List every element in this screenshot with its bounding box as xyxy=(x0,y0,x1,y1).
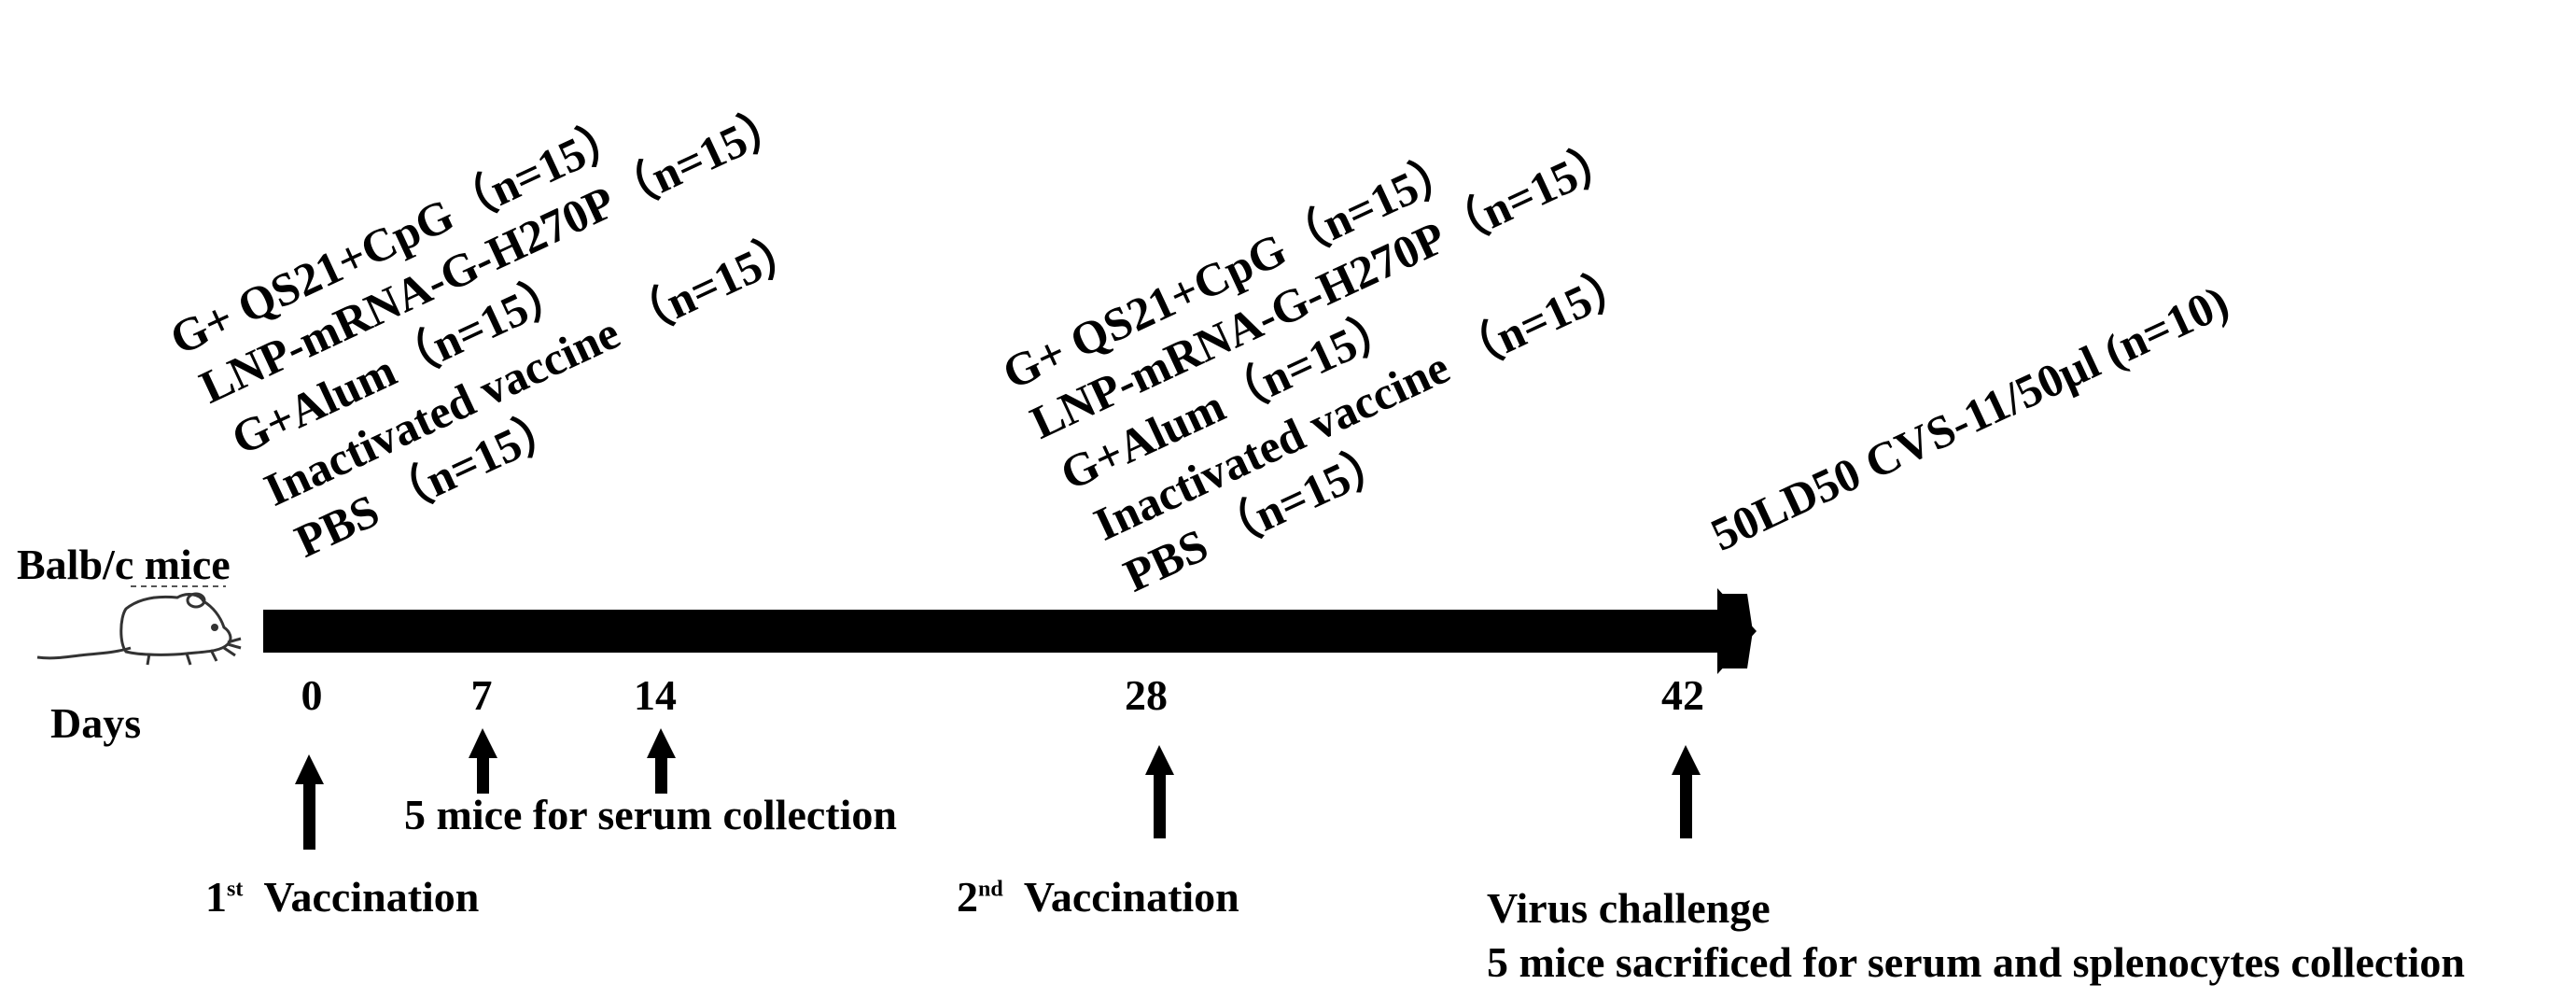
day-7: 7 xyxy=(470,671,493,719)
serum-collection-label: 5 mice for serum collection xyxy=(404,791,897,838)
virus-challenge-label: Virus challenge xyxy=(1487,884,1771,932)
timeline-arrow xyxy=(263,588,1757,674)
first-vaccination-text: Vaccination xyxy=(263,873,480,921)
second-vaccination-ordinal: nd xyxy=(978,877,1003,902)
day-42: 42 xyxy=(1661,671,1704,719)
first-vaccination-label: 1st Vaccination xyxy=(205,876,479,919)
second-vaccination-number: 2 xyxy=(957,873,978,921)
arrow-day-42 xyxy=(1672,745,1701,838)
first-vaccination-ordinal: st xyxy=(227,877,244,902)
arrow-day-0 xyxy=(295,754,324,850)
day-14: 14 xyxy=(634,671,677,719)
arrow-day-28 xyxy=(1145,745,1174,838)
second-vaccination-text: Vaccination xyxy=(1023,873,1239,921)
first-vaccination-number: 1 xyxy=(205,873,227,921)
arrow-day-7 xyxy=(469,728,497,794)
sacrifice-label: 5 mice sacrificed for serum and splenocy… xyxy=(1487,938,2465,986)
day-0: 0 xyxy=(301,671,323,719)
arrow-day-14 xyxy=(647,728,676,794)
subject-title: Balb/c mice xyxy=(17,541,231,588)
mouse-icon xyxy=(36,592,242,666)
second-vaccination-label: 2nd Vaccination xyxy=(957,876,1239,919)
day-28: 28 xyxy=(1125,671,1168,719)
days-label: Days xyxy=(50,699,142,747)
